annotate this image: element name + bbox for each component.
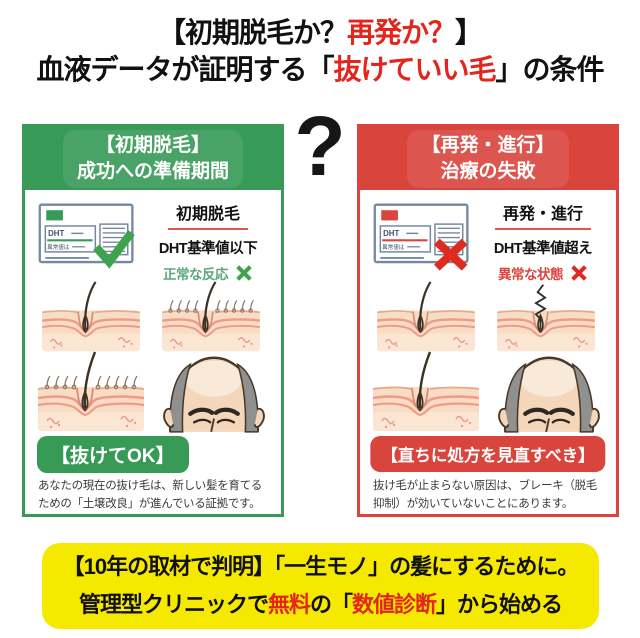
title-accent-2: 抜けていい毛 — [333, 54, 496, 85]
diagnosis-status: 異常な状態 — [498, 267, 564, 282]
cross-icon — [235, 264, 253, 282]
follicle-illustration — [370, 351, 482, 432]
title-accent-1: 再発か？ — [346, 17, 456, 48]
blood-report-illustration: DHT 異常値は — [37, 200, 137, 276]
blood-report-illustration: DHT 異常値は — [372, 200, 472, 276]
panel-right-header: 【再発・進行】 治療の失敗 — [360, 127, 616, 190]
cta-line-1: 【10年の取材で判明】「一生モノ」の髪にするために。 — [62, 554, 580, 579]
cta-accent-free: 無料 — [267, 592, 311, 617]
title-line-2: 血液データが証明する「抜けていい毛」の条件 — [36, 54, 604, 85]
svg-text:異常値は: 異常値は — [382, 243, 405, 251]
page-title: 【初期脱毛か？再発か？】 血液データが証明する「抜けていい毛」の条件 — [0, 14, 640, 88]
svg-text:DHT: DHT — [383, 229, 399, 238]
verdict-badge-warning: 【直ちに処方を見直すべき】 — [370, 436, 606, 472]
cross-icon — [570, 264, 588, 282]
verdict-badge-ok: 【抜けてOK】 — [37, 436, 189, 473]
follicle-illustration — [370, 281, 482, 352]
cta-line-2: 管理型クリニックで無料の「数値診断」から始める — [78, 592, 563, 617]
diagnosis-title: 初期脱毛 — [167, 200, 248, 230]
panel-right-header-line2: 治療の失敗 — [440, 160, 536, 182]
svg-text:DHT: DHT — [48, 229, 64, 238]
diagnosis-block: 再発・進行 DHT基準値超え 異常な状態 — [476, 200, 610, 283]
diagnosis-block: 初期脱毛 DHT基準値以下 正常な反応 — [141, 200, 275, 283]
panel-right-description: 抜け毛が止まらない原因は、ブレーキ（脱毛抑制）が効いていないことにあります。 — [373, 480, 597, 510]
panel-left-header: 【初期脱毛】 成功への準備期間 — [25, 127, 281, 190]
panel-left-header-line1: 【初期脱毛】 — [95, 134, 210, 156]
svg-text:異常値は: 異常値は — [47, 243, 70, 251]
title-line-1: 【初期脱毛か？再発か？】 — [157, 17, 483, 48]
diagnosis-title: 再発・進行 — [494, 200, 591, 230]
question-mark-icon: ? — [294, 99, 346, 193]
panel-left-header-line2: 成功への準備期間 — [76, 160, 229, 182]
cta-banner[interactable]: 【10年の取材で判明】「一生モノ」の髪にするために。 管理型クリニックで無料の「… — [42, 543, 599, 629]
follicle-sprouts-illustration — [155, 281, 267, 352]
diagnosis-status: 正常な反応 — [163, 267, 229, 282]
panel-initial-shedding: 【初期脱毛】 成功への準備期間 DHT 異常値は 初期脱毛 DHT基準値以下 正… — [22, 124, 284, 517]
panel-recurrence: 【再発・進行】 治療の失敗 DHT 異常値は 再発・進行 DHT基準値超え 異常… — [357, 124, 619, 517]
cta-accent-diagnosis: 数値診断 — [352, 592, 437, 617]
diagnosis-criteria: DHT基準値以下 — [158, 241, 258, 257]
bald-head-illustration — [157, 350, 271, 433]
follicle-broken-hair-illustration — [490, 282, 602, 352]
follicle-regrowth-illustration — [35, 351, 147, 432]
panel-left-description: あなたの現在の抜け毛は、新しい髪を育てるための「土壌改良」が進んでいる証拠です。 — [38, 480, 262, 510]
panel-right-header-line1: 【再発・進行】 — [421, 134, 555, 156]
bald-head-illustration — [492, 350, 606, 433]
diagnosis-criteria: DHT基準値超え — [493, 241, 593, 257]
follicle-illustration — [35, 281, 147, 352]
